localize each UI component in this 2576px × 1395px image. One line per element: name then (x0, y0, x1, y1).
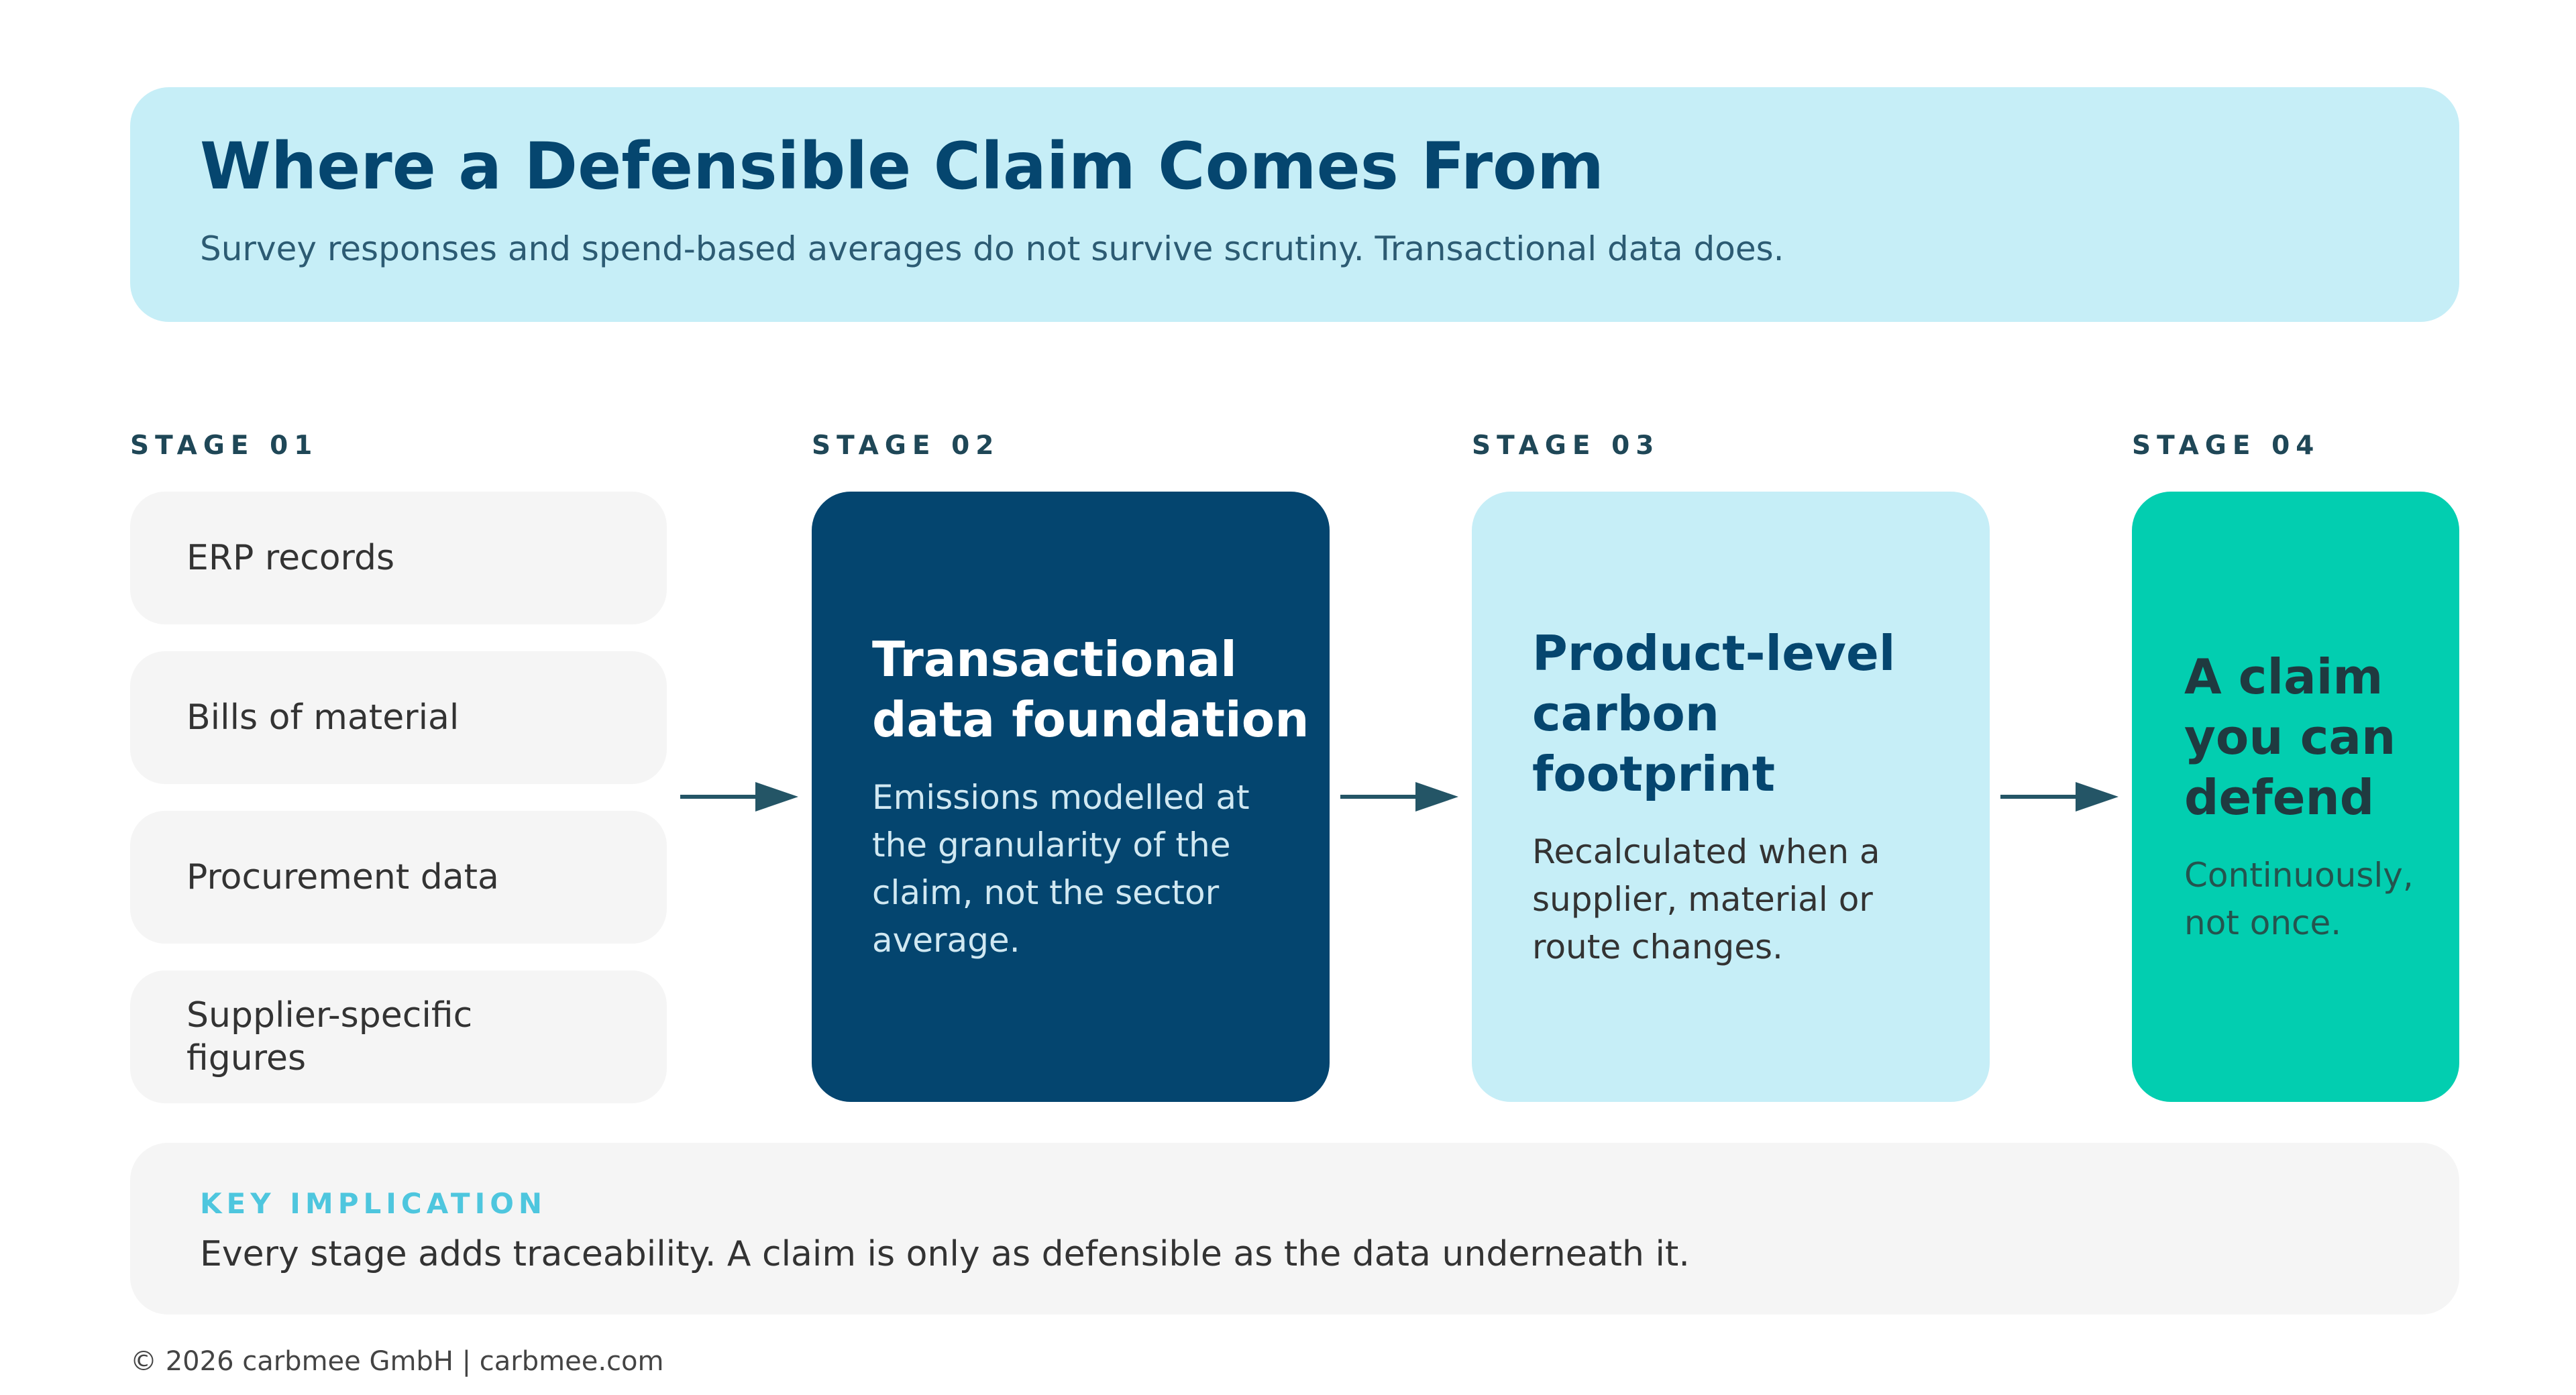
key-implication-box: KEY IMPLICATION Every stage adds traceab… (130, 1143, 2459, 1315)
copyright-text: © 2026 carbmee GmbH | carbmee.com (130, 1346, 664, 1377)
source-label: Bills of material (186, 698, 460, 738)
card-title: Transactional data foundation (872, 631, 1309, 748)
stage-label-01: STAGE 01 (130, 431, 319, 461)
source-procurement-data: Procurement data (130, 811, 667, 944)
card-title: A claim you can defend (2184, 649, 2396, 826)
source-supplier-figures: Supplier-specific figures (130, 970, 667, 1103)
source-erp-records: ERP records (130, 492, 667, 624)
stage-label-02: STAGE 02 (812, 431, 1000, 461)
arrow-right-icon (1340, 782, 1458, 812)
card-description: Continuously, not once. (2184, 856, 2414, 942)
card-description: Emissions modelled at the granularity of… (872, 778, 1250, 960)
source-label: Supplier-specific figures (186, 995, 473, 1078)
arrow-right-icon (2000, 782, 2118, 812)
card-title: Product-level carbon footprint (1532, 624, 1896, 802)
stage-label-04: STAGE 04 (2132, 431, 2320, 461)
source-label: Procurement data (186, 857, 499, 897)
card-description: Recalculated when a supplier, material o… (1532, 832, 1880, 966)
page-subtitle: Survey responses and spend-based average… (200, 229, 1784, 268)
key-implication-label: KEY IMPLICATION (200, 1187, 547, 1220)
stage-label-03: STAGE 03 (1472, 431, 1660, 461)
card-defensible-claim: A claim you can defend Continuously, not… (2132, 492, 2459, 1102)
header-banner: Where a Defensible Claim Comes From Surv… (130, 87, 2459, 322)
card-transactional-data-foundation: Transactional data foundation Emissions … (812, 492, 1330, 1102)
card-product-level-footprint: Product-level carbon footprint Recalcula… (1472, 492, 1990, 1102)
source-label: ERP records (186, 538, 395, 578)
page-title: Where a Defensible Claim Comes From (200, 129, 1605, 204)
key-implication-text: Every stage adds traceability. A claim i… (200, 1234, 1690, 1274)
source-bills-of-material: Bills of material (130, 651, 667, 784)
arrow-right-icon (680, 782, 798, 812)
